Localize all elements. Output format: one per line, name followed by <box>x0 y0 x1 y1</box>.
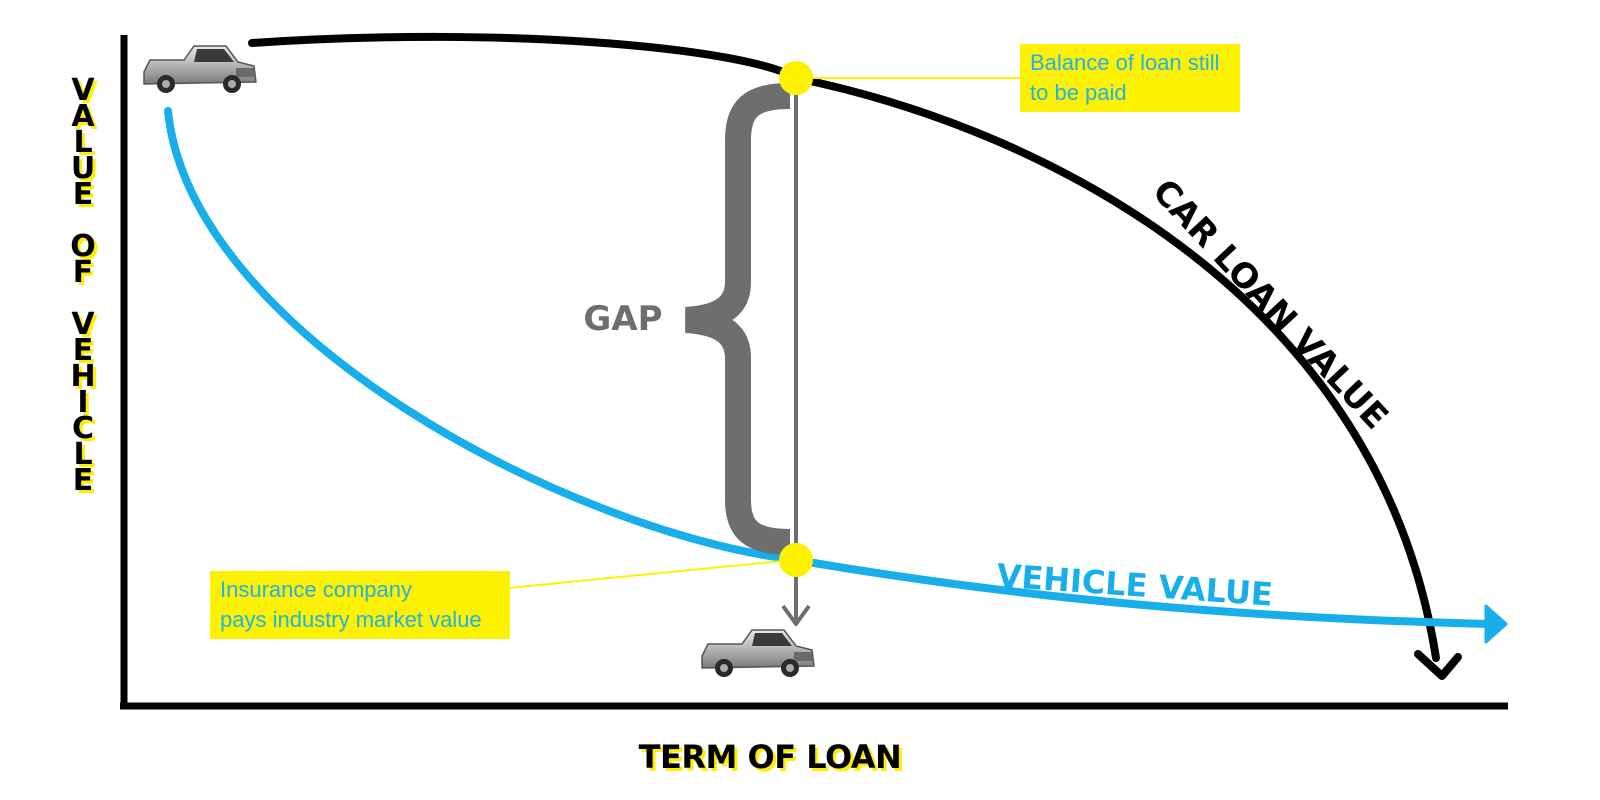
gap-label: GAP <box>583 299 662 339</box>
y-axis-title-letter: I <box>77 385 89 420</box>
x-axis-title: TERM OF LOAN <box>638 738 902 776</box>
car-loan-value-curve <box>248 32 1440 662</box>
vehicle-value-arrowhead <box>1484 604 1508 644</box>
loan-balance-callout: Balance of loan still to be paid <box>1020 44 1240 112</box>
car-loan-value-label: CAR LOAN VALUE <box>1144 172 1396 438</box>
callout-line: pays industry market value <box>220 607 482 632</box>
gap-brace <box>684 83 791 555</box>
y-axis-title-letter: C <box>71 411 95 446</box>
y-axis-title-letter: U <box>70 151 96 186</box>
y-axis-title-letter: A <box>71 99 95 134</box>
y-axis-title-letter: E <box>72 463 94 498</box>
y-axis-title-letter: L <box>73 437 93 472</box>
vehicle-value-curve <box>164 107 1492 628</box>
y-axis-title-letter: E <box>72 177 94 212</box>
callout-line: Insurance company <box>220 577 412 602</box>
y-axis-title-letter: L <box>73 125 93 160</box>
market-value-marker <box>779 543 813 577</box>
y-axis-title-letter: H <box>70 359 96 394</box>
gap-down-arrow <box>781 604 811 626</box>
car-loan-arrowhead <box>1414 650 1462 680</box>
callout-line: to be paid <box>1030 80 1127 105</box>
pickup-truck-icon <box>143 45 257 94</box>
insurance-connector <box>507 560 783 589</box>
loan-balance-marker <box>779 61 813 95</box>
callout-line: Balance of loan still <box>1030 50 1220 75</box>
y-axis-title-letter: F <box>72 255 94 290</box>
y-axis-title-letter: O <box>70 229 96 264</box>
insurance-callout: Insurance company pays industry market v… <box>210 571 510 639</box>
y-axis-title-letter: V <box>71 307 95 342</box>
pickup-truck-icon <box>701 629 815 678</box>
y-axis-title-letter: E <box>72 333 94 368</box>
y-axis-title-letter: V <box>71 73 95 108</box>
